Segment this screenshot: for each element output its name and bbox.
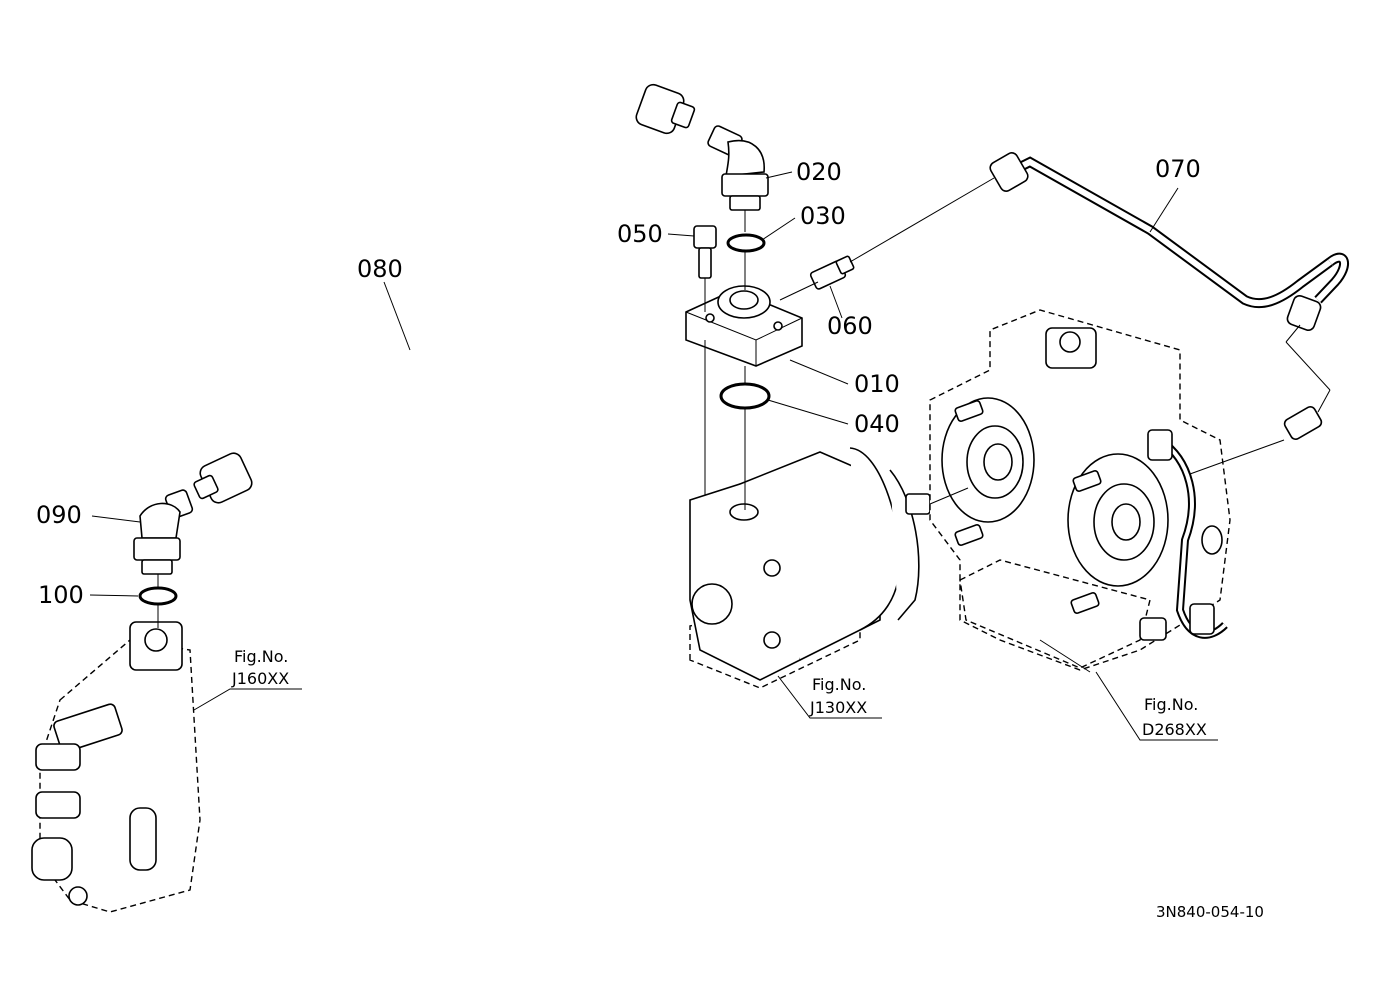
bolt-050 [693, 225, 717, 279]
o-ring-040 [719, 382, 771, 410]
fig-ref-j130-code: J130XX [809, 698, 867, 717]
fig-ref-d268-code: D268XX [1142, 720, 1207, 739]
adapter-060 [809, 255, 855, 290]
callout-040: 040 [854, 410, 900, 438]
callout-070: 070 [1155, 155, 1201, 183]
hydraulic-pump [689, 447, 931, 689]
fig-ref-j160-title: Fig.No. [234, 647, 288, 666]
elbow-fitting-020 [707, 125, 769, 211]
leader-lines [89, 171, 1218, 741]
o-ring-030 [726, 233, 766, 253]
drawing-code: 3N840-054-10 [1156, 903, 1264, 921]
o-ring-100 [138, 586, 178, 606]
callout-030: 030 [800, 202, 846, 230]
fig-ref-j130-title: Fig.No. [812, 675, 866, 694]
pipe-080 [193, 83, 696, 504]
pipe-070 [989, 152, 1349, 440]
callout-010: 010 [854, 370, 900, 398]
fig-ref-j160-code: J160XX [231, 669, 289, 688]
control-valve-assembly [31, 621, 201, 913]
block-010 [685, 285, 803, 367]
fig-ref-d268-title: Fig.No. [1144, 695, 1198, 714]
callout-100: 100 [38, 581, 84, 609]
callout-060: 060 [827, 312, 873, 340]
callout-090: 090 [36, 501, 82, 529]
callout-050: 050 [617, 220, 663, 248]
callout-020: 020 [796, 158, 842, 186]
figure-references: Fig.No. J160XX Fig.No. J130XX Fig.No. D2… [231, 647, 1207, 739]
callout-080: 080 [357, 255, 403, 283]
assembly-guide-lines [157, 177, 1331, 628]
callout-labels: 020 030 050 060 010 040 070 080 090 100 [36, 155, 1201, 609]
elbow-fitting-090 [133, 489, 194, 575]
transmission-housing [929, 309, 1231, 673]
